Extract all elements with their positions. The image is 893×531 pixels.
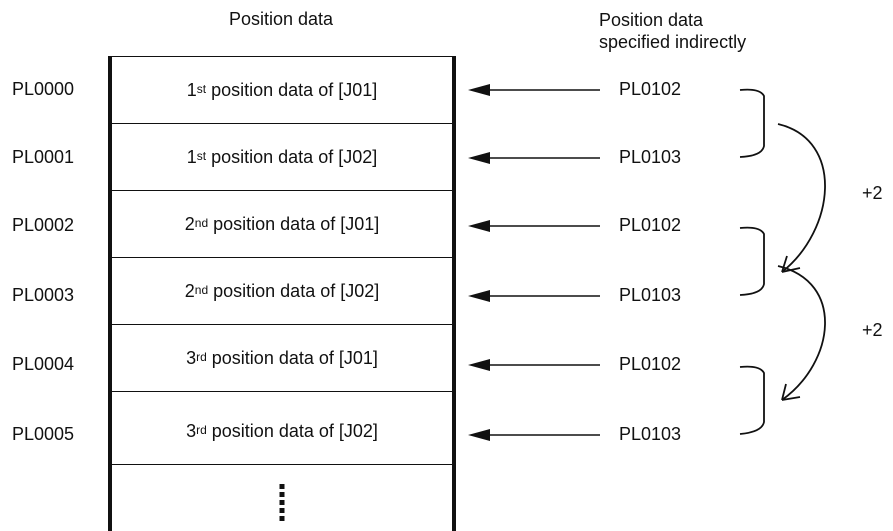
pointer-label: PL0103	[619, 424, 682, 444]
indirect-header-line1: Position data	[599, 10, 704, 30]
pointer-label: PL0102	[619, 215, 682, 235]
ordinal-number: 2	[184, 280, 195, 301]
row-text: position data of [J02]	[206, 420, 378, 441]
group-bracket	[739, 365, 765, 435]
pointer-label: PL0102	[619, 354, 682, 374]
pointer-arrow	[468, 84, 600, 96]
pointer-label: PL0103	[619, 285, 682, 305]
pointer-arrow	[468, 152, 600, 164]
address-label: PL0003	[12, 285, 75, 305]
ordinal-number: 3	[186, 420, 197, 441]
position-data-header: Position data	[229, 9, 334, 29]
row-text: position data of [J02]	[208, 280, 380, 301]
pointer-arrow	[468, 359, 600, 371]
row-text: position data of [J01]	[206, 79, 378, 100]
increment-label: +2	[862, 183, 883, 203]
group-bracket	[739, 88, 765, 158]
pointer-arrow	[468, 429, 600, 441]
pointer-label: PL0103	[619, 147, 682, 167]
increment-arrow-2	[777, 265, 826, 401]
indirect-header-line2: specified indirectly	[599, 32, 747, 52]
ordinal-number: 1	[186, 146, 197, 167]
ordinal-number: 1	[186, 79, 197, 100]
pointer-arrow	[468, 290, 600, 302]
group-bracket	[739, 226, 765, 296]
indirect-position-data-header: Position data specified indirectly	[599, 9, 746, 53]
ordinal-number: 2	[184, 213, 195, 234]
address-label: PL0004	[12, 354, 75, 374]
row-text: position data of [J01]	[208, 213, 380, 234]
pointer-label: PL0102	[619, 79, 682, 99]
increment-label: +2	[862, 320, 883, 340]
address-label: PL0002	[12, 215, 75, 235]
increment-arrow-1	[777, 123, 826, 273]
row-text: position data of [J01]	[206, 347, 378, 368]
row-text: position data of [J02]	[206, 146, 378, 167]
address-label: PL0001	[12, 147, 75, 167]
continuation-ellipsis	[279, 484, 285, 524]
pointer-arrow	[468, 220, 600, 232]
ordinal-number: 3	[186, 347, 197, 368]
address-label: PL0000	[12, 79, 75, 99]
address-label: PL0005	[12, 424, 75, 444]
